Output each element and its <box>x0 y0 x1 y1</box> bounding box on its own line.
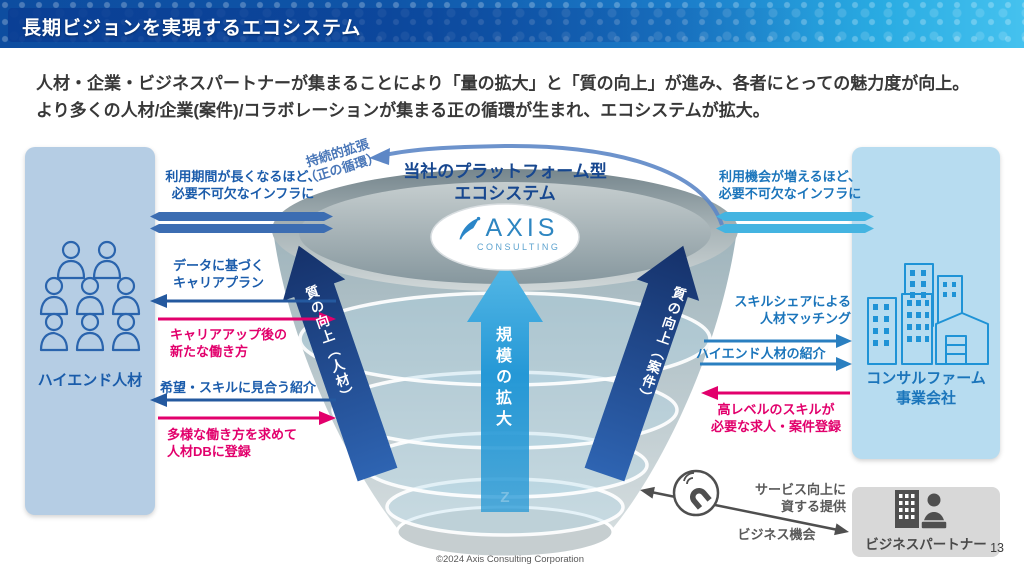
consulting-firm-line-1: コンサルファーム <box>866 370 986 387</box>
career-plan-arrow <box>150 294 336 308</box>
right-infra-line-1: 利用機会が増えるほど、 <box>719 169 861 184</box>
funnel-title-line-2: エコシステム <box>454 184 556 203</box>
career-plan-line-2: キャリアプラン <box>173 275 265 290</box>
lead-line-1: 人材・企業・ビジネスパートナーが集まることにより「量の拡大」と「質の向上」が進み… <box>36 74 970 93</box>
career-up-line-1: キャリアアップ後の <box>170 327 288 342</box>
funnel-arrow-scale: Z <box>467 262 543 512</box>
skill-share-line-2: 人材マッチング <box>759 311 851 326</box>
job-reg-line-2: 必要な求人・案件登録 <box>710 419 841 434</box>
funnel-arrow-quality-projects <box>584 245 700 482</box>
talent-db-label: 多様な働き方を求めて 人材DBに登録 <box>167 426 347 460</box>
axis-logo: AXIS CONSULTING <box>437 214 577 252</box>
left-infra-line-2: 必要不可欠なインフラに <box>171 186 315 201</box>
service-line-1: サービス向上に <box>754 482 846 497</box>
right-infra-label: 利用機会が増えるほど、 必要不可欠なインフラに <box>700 168 880 202</box>
career-up-label: キャリアアップ後の 新たな働き方 <box>170 326 345 360</box>
axis-brand-name: AXIS <box>485 214 559 242</box>
funnel-title-line-1: 当社のプラットフォーム型 <box>403 162 607 181</box>
left-infra-line-1: 利用期間が長くなるほど、 <box>165 169 321 184</box>
skill-share-arrow <box>704 334 852 348</box>
high-end-talent-label: ハイエンド人材 <box>37 372 143 389</box>
right-infra-line-2: 必要不可欠なインフラに <box>718 186 862 201</box>
job-registration-arrow <box>701 386 850 400</box>
cycle-arrow <box>369 143 724 226</box>
svg-text:Z: Z <box>500 489 509 506</box>
skill-match-intro-label: 希望・スキルに見合う紹介 <box>160 380 317 395</box>
page-number: 13 <box>990 541 1004 555</box>
consulting-firm-line-2: 事業会社 <box>895 390 956 407</box>
scale-expansion-label: 規模の拡大 <box>493 326 510 431</box>
copyright-text: ©2024 Axis Consulting Corporation <box>435 554 584 565</box>
axis-logo-ellipse <box>430 203 580 271</box>
career-up-line-2: 新たな働き方 <box>170 344 249 359</box>
buildings-icon <box>867 263 989 365</box>
talent-db-arrow <box>158 411 336 425</box>
axis-swoosh-icon <box>458 216 480 239</box>
slide-title-bar <box>8 8 1016 42</box>
slide-title: 長期ビジョンを実現するエコシステム <box>22 18 362 39</box>
career-plan-label: データに基づく キャリアプラン <box>173 257 343 291</box>
highend-intro-label: ハイエンド人材の紹介 <box>696 346 826 361</box>
career-plan-line-1: データに基づく <box>173 258 265 273</box>
people-icon <box>39 240 141 352</box>
skill-match-intro-arrow <box>150 393 336 407</box>
skill-share-label: スキルシェアによる 人材マッチング <box>686 293 851 327</box>
business-partner-icon <box>895 490 948 530</box>
business-partner-label: ビジネスパートナー <box>865 537 987 552</box>
skill-share-line-1: スキルシェアによる <box>734 294 851 309</box>
highend-intro-arrow <box>700 357 852 371</box>
business-opportunity-label: ビジネス機会 <box>737 527 816 542</box>
axis-brand-sub: CONSULTING <box>477 242 561 252</box>
magnet-icon <box>672 469 720 517</box>
ecosystem-funnel: Z <box>272 143 738 559</box>
job-reg-line-1: 高レベルのスキルが <box>717 402 835 417</box>
talent-db-line-2: 人材DBに登録 <box>167 444 251 459</box>
talent-db-line-1: 多様な働き方を求めて <box>167 427 298 442</box>
consulting-firm-label: コンサルファーム 事業会社 <box>852 369 1000 409</box>
funnel-arrow-quality-talent <box>282 245 398 482</box>
lead-line-2: より多くの人材/企業(案件)/コラボレーションが集まる正の循環が生まれ、エコシス… <box>36 101 770 120</box>
service-provision-label: サービス向上に 資する提供 <box>736 481 846 515</box>
left-infra-bars-icon <box>150 212 333 233</box>
job-registration-label: 高レベルのスキルが 必要な求人・案件登録 <box>691 401 861 435</box>
funnel-title: 当社のプラットフォーム型 エコシステム <box>350 161 660 205</box>
left-infra-label: 利用期間が長くなるほど、 必要不可欠なインフラに <box>148 168 338 202</box>
service-line-2: 資する提供 <box>780 499 846 514</box>
lead-paragraph: 人材・企業・ビジネスパートナーが集まることにより「量の拡大」と「質の向上」が進み… <box>36 70 996 124</box>
career-up-arrow <box>158 312 336 326</box>
right-infra-bars-icon <box>716 212 874 233</box>
